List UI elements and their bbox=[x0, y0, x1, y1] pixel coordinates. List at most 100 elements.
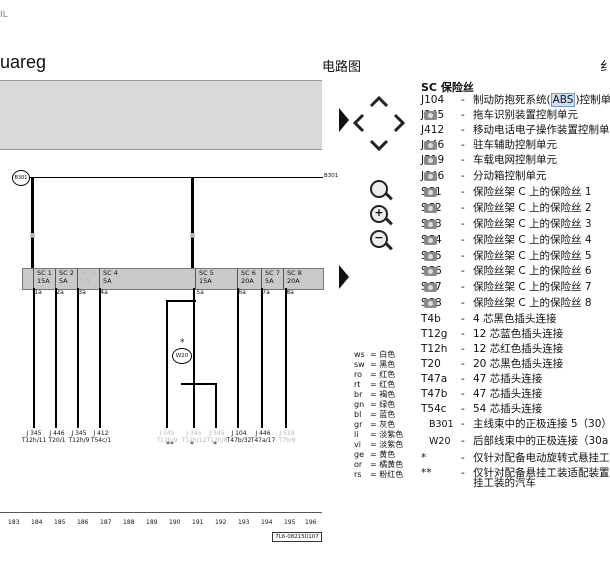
wire-color-name: = 粉红色 bbox=[370, 470, 404, 479]
camera-icon[interactable] bbox=[424, 155, 437, 165]
nav-left-arrow-2[interactable] bbox=[339, 265, 349, 289]
wire-color-item: gn= 绿色 bbox=[354, 400, 395, 410]
camera-icon[interactable] bbox=[424, 298, 437, 308]
pan-right-icon[interactable] bbox=[392, 112, 406, 134]
legend-code: * bbox=[421, 452, 427, 464]
connector-t: T47b/32 bbox=[226, 437, 252, 444]
legend-description: 12 芯蓝色插头连接 bbox=[473, 328, 564, 340]
connector-t: T12h/12 bbox=[181, 437, 207, 444]
legend-description: 保险丝架 C 上的保险丝 5 bbox=[473, 250, 592, 262]
camera-icon[interactable] bbox=[424, 171, 437, 181]
camera-icon[interactable] bbox=[424, 282, 437, 292]
legend-code: T4b bbox=[421, 313, 441, 325]
wire-color-item: rs = 粉红色 bbox=[354, 470, 403, 480]
zoom-out-icon[interactable]: − bbox=[370, 230, 388, 248]
legend-description: 4 芯黑色插头连接 bbox=[473, 313, 557, 325]
legend-dash: - bbox=[461, 154, 465, 166]
wire-color-item: ge= 黄色 bbox=[354, 450, 395, 460]
camera-icon[interactable] bbox=[424, 235, 437, 245]
legend-description: 12 芯红色插头连接 bbox=[473, 343, 564, 355]
wire-color-name: = 淡紫色 bbox=[370, 440, 404, 449]
fuse-pin: 4a bbox=[100, 289, 108, 296]
output-wire-branch-top bbox=[166, 300, 196, 302]
axis-number: 195 bbox=[284, 519, 296, 526]
axis-number: 196 bbox=[305, 519, 317, 526]
camera-icon[interactable] bbox=[424, 266, 437, 276]
connector-t: T12h/9 bbox=[68, 437, 90, 444]
camera-icon[interactable] bbox=[424, 110, 437, 120]
wire-color-code: rs bbox=[354, 470, 362, 479]
pan-left-icon[interactable] bbox=[352, 112, 366, 134]
fuse-rating: 5A bbox=[265, 277, 274, 285]
legend-description: 主线束中的正极连接 5（30） bbox=[473, 418, 610, 430]
w20-node[interactable]: W20 bbox=[172, 348, 192, 364]
wire-color-item: rt= 红色 bbox=[354, 380, 395, 390]
legend-description: 54 芯插头连接 bbox=[473, 403, 543, 415]
wire-color-name: = 红色 bbox=[370, 370, 396, 379]
legend-item: J646-分动箱控制单元 bbox=[421, 169, 547, 184]
legend-dash: - bbox=[461, 218, 465, 230]
zoom-fit-icon[interactable] bbox=[370, 180, 388, 198]
wire-color-name: = 黑色 bbox=[370, 360, 396, 369]
wire-color-name: = 蓝色 bbox=[370, 410, 396, 419]
camera-icon[interactable] bbox=[424, 219, 437, 229]
connector-j: J 446 bbox=[49, 430, 65, 437]
connector-t: T12h/9 bbox=[156, 437, 178, 444]
legend-dash: - bbox=[461, 281, 465, 293]
legend-item: SC3-保险丝架 C 上的保险丝 3 bbox=[421, 217, 592, 232]
connector-star-single: * bbox=[213, 440, 217, 449]
legend-code: J412 bbox=[421, 124, 445, 136]
legend-code: J104 bbox=[421, 94, 445, 106]
nav-left-arrow[interactable] bbox=[339, 108, 349, 132]
fuse-name: SC 6 bbox=[241, 269, 256, 277]
wire-color-code: rt bbox=[354, 380, 361, 389]
legend-dash: - bbox=[461, 265, 465, 277]
zoom-in-icon[interactable]: + bbox=[370, 205, 388, 223]
wire-color-item: gr= 灰色 bbox=[354, 420, 395, 430]
legend-code: B301 bbox=[429, 419, 454, 430]
camera-icon[interactable] bbox=[424, 187, 437, 197]
camera-icon[interactable] bbox=[424, 251, 437, 261]
fuse-pin: 2a bbox=[56, 289, 64, 296]
camera-icon[interactable] bbox=[424, 140, 437, 150]
legend-description: 驻车辅助控制单元 bbox=[473, 139, 557, 151]
legend-code: W20 bbox=[429, 436, 451, 447]
legend-item: SC8-保险丝架 C 上的保险丝 8 bbox=[421, 296, 592, 311]
wire-color-code: bl bbox=[354, 410, 362, 419]
camera-icon[interactable] bbox=[424, 203, 437, 213]
pan-down-icon[interactable] bbox=[368, 138, 390, 152]
fuse-rating: 15A bbox=[37, 277, 50, 285]
legend-description: 仅针对配备悬挂工装适配装置 bbox=[473, 467, 610, 479]
legend-dash: - bbox=[461, 418, 465, 430]
bus-wire bbox=[27, 177, 323, 178]
legend-dash: - bbox=[461, 94, 465, 106]
legend-dash: - bbox=[461, 467, 465, 479]
legend-description: 仅针对配备电动旋转式悬挂工 bbox=[473, 452, 610, 464]
pan-up-icon[interactable] bbox=[368, 95, 390, 109]
legend-description: 保险丝架 C 上的保险丝 4 bbox=[473, 234, 592, 246]
connector-j: J 345 bbox=[26, 430, 42, 437]
fuse-name: SC 3 bbox=[81, 269, 96, 277]
axis-number: 187 bbox=[100, 519, 112, 526]
output-wire bbox=[33, 288, 35, 428]
